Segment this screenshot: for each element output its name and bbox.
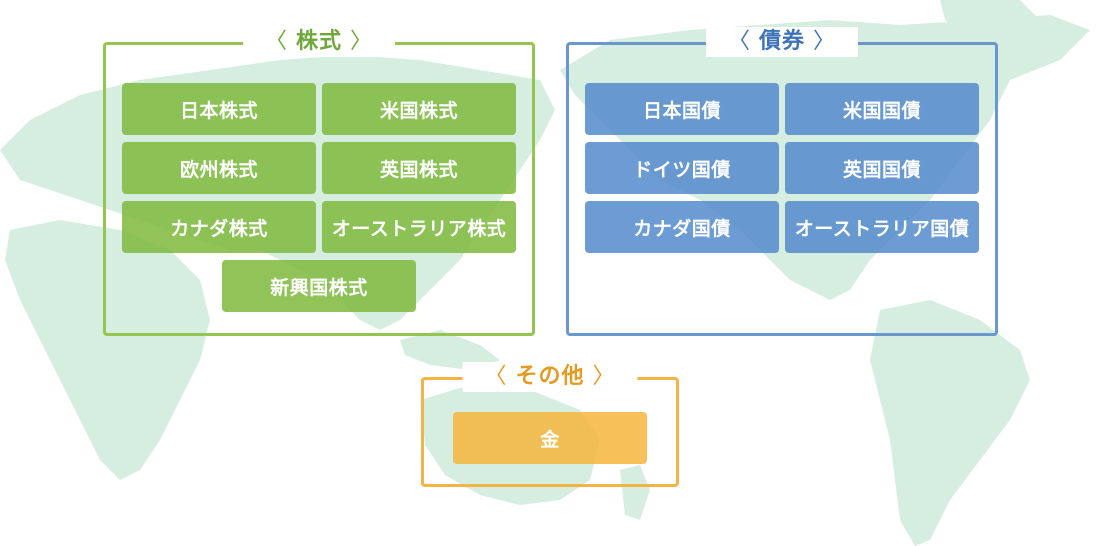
other-group-title: 〈その他〉 [462,362,638,392]
stocks-group: 〈株式〉 日本株式 米国株式 欧州株式 英国株式 カナダ株式 オーストラリア株式… [103,27,535,336]
other-item-gold[interactable]: 金 [453,412,647,464]
stocks-title-label: 株式 [295,29,343,54]
bonds-title-label: 債券 [758,29,806,54]
bond-item-japan[interactable]: 日本国債 [585,83,779,135]
bracket-open: 〈 [727,29,751,54]
stock-item-europe[interactable]: 欧州株式 [122,142,316,194]
bonds-group-title: 〈債券〉 [705,27,859,57]
stock-item-emerging[interactable]: 新興国株式 [222,260,416,312]
stock-item-japan[interactable]: 日本株式 [122,83,316,135]
bond-item-germany[interactable]: ドイツ国債 [585,142,779,194]
stocks-group-title: 〈株式〉 [242,27,396,57]
stock-item-uk[interactable]: 英国株式 [322,142,516,194]
bond-item-canada[interactable]: カナダ国債 [585,201,779,253]
other-group: 〈その他〉 金 [421,362,679,487]
bond-item-australia[interactable]: オーストラリア国債 [785,201,979,253]
bracket-open: 〈 [264,29,288,54]
bracket-open: 〈 [484,364,508,389]
other-title-label: その他 [515,364,585,389]
bracket-close: 〉 [592,364,616,389]
bond-item-us[interactable]: 米国国債 [785,83,979,135]
stock-item-australia[interactable]: オーストラリア株式 [322,201,516,253]
bonds-group: 〈債券〉 日本国債 米国国債 ドイツ国債 英国国債 カナダ国債 オーストラリア国… [566,27,998,336]
bracket-close: 〉 [350,29,374,54]
stock-item-us[interactable]: 米国株式 [322,83,516,135]
stock-item-canada[interactable]: カナダ株式 [122,201,316,253]
bond-item-uk[interactable]: 英国国債 [785,142,979,194]
bracket-close: 〉 [813,29,837,54]
